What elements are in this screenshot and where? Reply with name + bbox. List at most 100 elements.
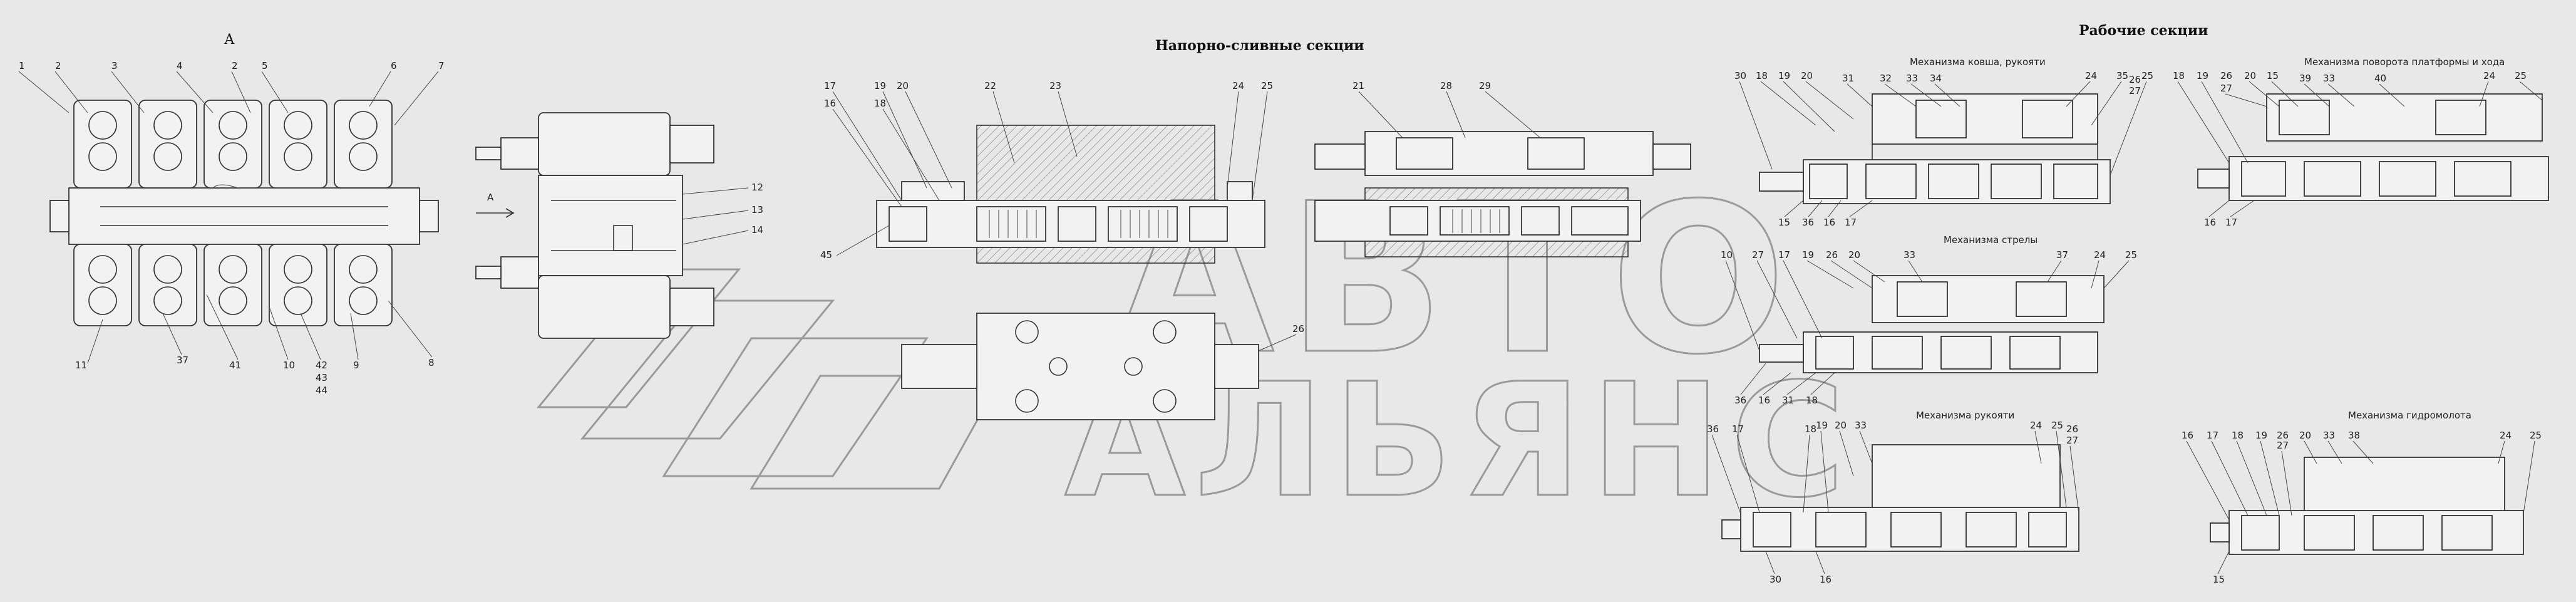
- v1-label: 7: [438, 60, 445, 71]
- hm-label: 17: [2207, 430, 2218, 441]
- hm-label: 26: [2277, 430, 2289, 441]
- boom-label: 16: [1758, 395, 1770, 406]
- rt-label: 18: [2173, 70, 2185, 81]
- v1-label: 2: [232, 60, 238, 71]
- boom-label: 10: [1721, 249, 1733, 261]
- rt-label: 17: [2225, 217, 2237, 228]
- hm-label: 25: [2530, 430, 2542, 441]
- rt-label: 19: [2197, 70, 2208, 81]
- subtitle-hydrohammer: Механизма гидромолота: [2348, 410, 2471, 421]
- bh-label: 15: [1778, 217, 1790, 228]
- rt-label: 15: [2267, 70, 2279, 81]
- hm-label: 16: [2182, 430, 2193, 441]
- pressure-drain-section-2: 21 28 29: [1314, 80, 1691, 257]
- heading-working: Рабочие секции: [2079, 23, 2208, 39]
- v3-label: 20: [897, 80, 909, 91]
- hd-label: 19: [1816, 420, 1828, 431]
- bh-label: 27: [2129, 85, 2141, 96]
- v1-label: 9: [353, 360, 359, 371]
- view-a-label: А: [224, 32, 235, 48]
- v1-label: 6: [391, 60, 397, 71]
- v4-label: 28: [1440, 80, 1452, 91]
- boom-label: 19: [1802, 249, 1814, 261]
- bh-label: 35: [2116, 70, 2128, 81]
- boom-label: 37: [2056, 249, 2068, 261]
- boom-label: 26: [1826, 249, 1838, 261]
- v1-label: 41: [229, 360, 241, 371]
- subtitle-boom: Механизма стрелы: [1944, 234, 2038, 246]
- v3-label: 25: [1261, 80, 1273, 91]
- hm-label: 27: [2277, 440, 2289, 451]
- v3-label: 19: [874, 80, 886, 91]
- view-a-valve-block: 1 2 3 4 2 5 6 7 11 37 41 10 42 9 8 43 44: [18, 60, 445, 396]
- v2-label: 13: [751, 204, 763, 215]
- bh-label: 17: [1845, 217, 1857, 228]
- v1-label: 3: [111, 60, 118, 71]
- bh-label: 31: [1842, 73, 1854, 84]
- working-rotation-travel: Механизма поворота платформы и хода 18 1…: [2173, 56, 2549, 228]
- v1-label: 10: [283, 360, 295, 371]
- hd-label: 26: [2066, 423, 2078, 435]
- bh-label: 18: [1756, 70, 1768, 81]
- boom-label: 25: [2125, 249, 2137, 261]
- v1-label: 43: [316, 372, 327, 383]
- bh-label: 36: [1802, 217, 1814, 228]
- view-a-side: А 12 13 14: [475, 112, 763, 339]
- bh-label: 30: [1734, 70, 1746, 81]
- hd-label: 17: [1732, 423, 1744, 435]
- hd-label: 18: [1805, 423, 1816, 435]
- boom-label: 17: [1778, 249, 1790, 261]
- hd-label: 20: [1835, 420, 1847, 431]
- hm-label: 20: [2299, 430, 2311, 441]
- hd-label: 33: [1855, 420, 1867, 431]
- rt-label: 20: [2244, 70, 2256, 81]
- subtitle-bucket-handle: Механизма ковша, рукояти: [1910, 56, 2046, 68]
- boom-label: 36: [1734, 395, 1746, 406]
- v3-label: 24: [1232, 80, 1244, 91]
- hd-label: 30: [1770, 574, 1781, 585]
- rt-label: 39: [2299, 73, 2311, 84]
- hd-label: 16: [1820, 574, 1832, 585]
- working-bucket-handle: Механизма ковша, рукояти 30 18 19 20 31 …: [1734, 56, 2153, 228]
- v1-label: 5: [262, 60, 268, 71]
- hm-label: 15: [2213, 574, 2225, 585]
- boom-label: 24: [2094, 249, 2106, 261]
- v1-label: 1: [19, 60, 25, 71]
- bh-label: 26: [2129, 74, 2141, 85]
- bh-label: 19: [1778, 70, 1790, 81]
- bh-label: 16: [1823, 217, 1835, 228]
- subtitle-handle: Механизма рукояти: [1916, 410, 2014, 421]
- boom-label: 27: [1752, 249, 1764, 261]
- bh-label: 33: [1906, 73, 1918, 84]
- v3-label: 45: [820, 249, 832, 261]
- v3-label: 22: [984, 80, 996, 91]
- rt-label: 33: [2323, 73, 2335, 84]
- heading-pressure-drain: Напорно-сливные секции: [1155, 38, 1364, 54]
- hd-label: 24: [2030, 420, 2042, 431]
- rt-label: 26: [2220, 70, 2232, 81]
- v1-label: 4: [177, 60, 183, 71]
- working-handle: Механизма рукояти 36 17 18 19 20 33 24 2…: [1707, 410, 2079, 585]
- bh-label: 20: [1801, 70, 1813, 81]
- hm-label: 19: [2255, 430, 2267, 441]
- v2-label: 14: [751, 224, 763, 236]
- boom-label: 18: [1806, 395, 1818, 406]
- rt-label: 40: [2374, 73, 2386, 84]
- v3-label: 17: [824, 80, 836, 91]
- arrow-a-label: А: [487, 192, 494, 203]
- v1-label: 42: [316, 360, 327, 371]
- v1-label: 2: [55, 60, 61, 71]
- v3-label: 18: [874, 98, 886, 109]
- boom-label: 33: [1904, 249, 1915, 261]
- hm-label: 38: [2348, 430, 2360, 441]
- rt-label: 27: [2220, 83, 2232, 94]
- working-hydrohammer: Механизма гидромолота 16 17 18 19 26 27 …: [2182, 410, 2542, 585]
- v1-label: 8: [428, 357, 435, 368]
- v1-label: 37: [177, 355, 188, 366]
- v3-label: 23: [1049, 80, 1061, 91]
- bh-label: 32: [1880, 73, 1892, 84]
- hd-label: 36: [1707, 423, 1719, 435]
- bh-label: 25: [2141, 70, 2153, 81]
- bh-label: 34: [1930, 73, 1942, 84]
- rt-label: 24: [2483, 70, 2495, 81]
